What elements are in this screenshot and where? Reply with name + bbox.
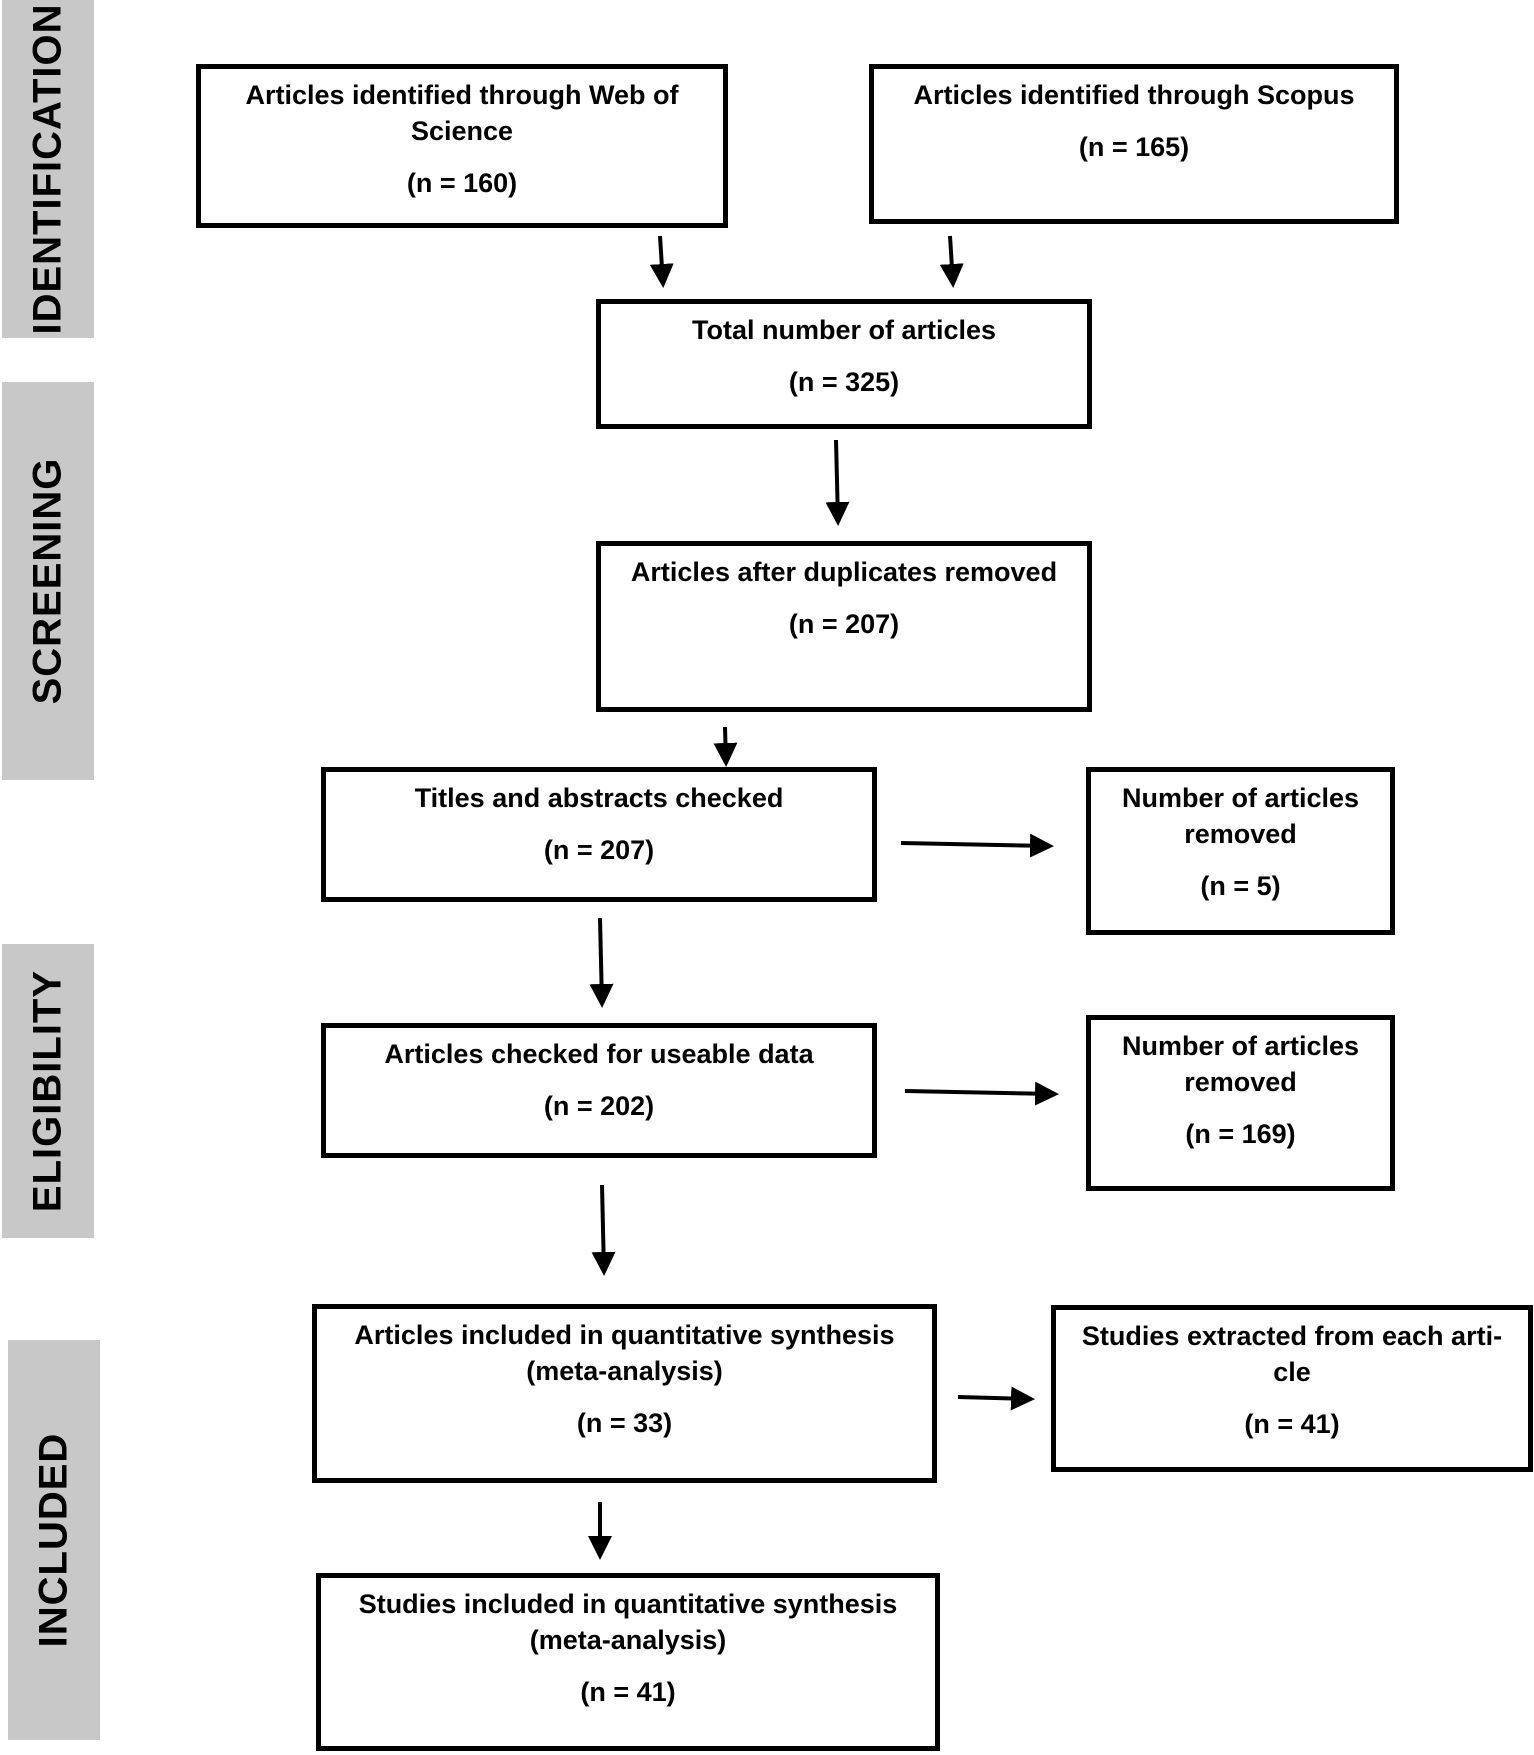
removed-elig-count: (n = 169) [1185,1119,1296,1149]
screened-title: Titles and abstracts checked [414,783,784,813]
dedup-title: Articles after duplicates removed [630,557,1058,587]
screened-count: (n = 207) [543,835,655,865]
scopus-count: (n = 165) [1078,132,1190,162]
arrow-scopus-to-total [939,235,964,288]
scopus-box: Articles identified through Scopus (n = … [869,64,1399,224]
included-articles-box: Articles included in quantitative synthe… [312,1304,937,1483]
eligible-count: (n = 202) [543,1091,655,1121]
removed-elig-box: Number of articles removed (n = 169) [1086,1015,1395,1191]
stage-band-included: INCLUDED [8,1340,100,1740]
total-title: Total number of articles [691,315,997,345]
eligible-title: Articles checked for useable data [384,1039,814,1069]
dedup-count: (n = 207) [788,609,900,639]
wos-count: (n = 160) [406,168,518,198]
total-count: (n = 325) [788,367,900,397]
wos-box: Articles identified through Web of Scien… [196,64,728,228]
extracted-count: (n = 41) [1244,1409,1340,1439]
scopus-title: Articles identified through Scopus [913,80,1355,110]
included-studies-box: Studies included in quantitative synthes… [316,1573,940,1751]
arrow-screened-to-removed [900,833,1054,858]
arrow-wos-to-total [649,235,674,288]
extracted-title: Studies extracted from each arti-cle [1081,1321,1503,1387]
dedup-box: Articles after duplicates removed (n = 2… [596,541,1092,712]
removed-screen-box: Number of articles removed (n = 5) [1086,767,1395,935]
arrow-screened-to-eligible [589,917,614,1008]
included-articles-count: (n = 33) [576,1408,673,1438]
removed-elig-title: Number of articles removed [1121,1031,1360,1097]
included-studies-count: (n = 41) [580,1677,676,1707]
included-studies-title: Studies included in quantitative synthes… [358,1589,898,1655]
wos-title: Articles identified through Web of Scien… [245,80,679,146]
arrow-eligible-to-removed [904,1081,1059,1106]
eligible-box: Articles checked for useable data (n = 2… [321,1023,877,1158]
included-articles-title: Articles included in quantitative synthe… [354,1320,895,1386]
removed-screen-count: (n = 5) [1200,871,1281,901]
arrow-included-to-extracted [957,1386,1035,1411]
arrow-eligible-to-included [591,1184,616,1276]
removed-screen-title: Number of articles removed [1121,783,1360,849]
arrow-total-to-dedup [825,439,850,526]
stage-band-screening: SCREENING [2,382,94,780]
extracted-box: Studies extracted from each arti-cle (n … [1051,1305,1533,1472]
stage-band-eligibility: ELIGIBILITY [2,944,94,1238]
screened-box: Titles and abstracts checked (n = 207) [321,767,877,902]
arrow-dedup-to-screened [713,726,738,767]
total-box: Total number of articles (n = 325) [596,299,1092,429]
stage-band-identification: IDENTIFICATION [2,0,94,338]
